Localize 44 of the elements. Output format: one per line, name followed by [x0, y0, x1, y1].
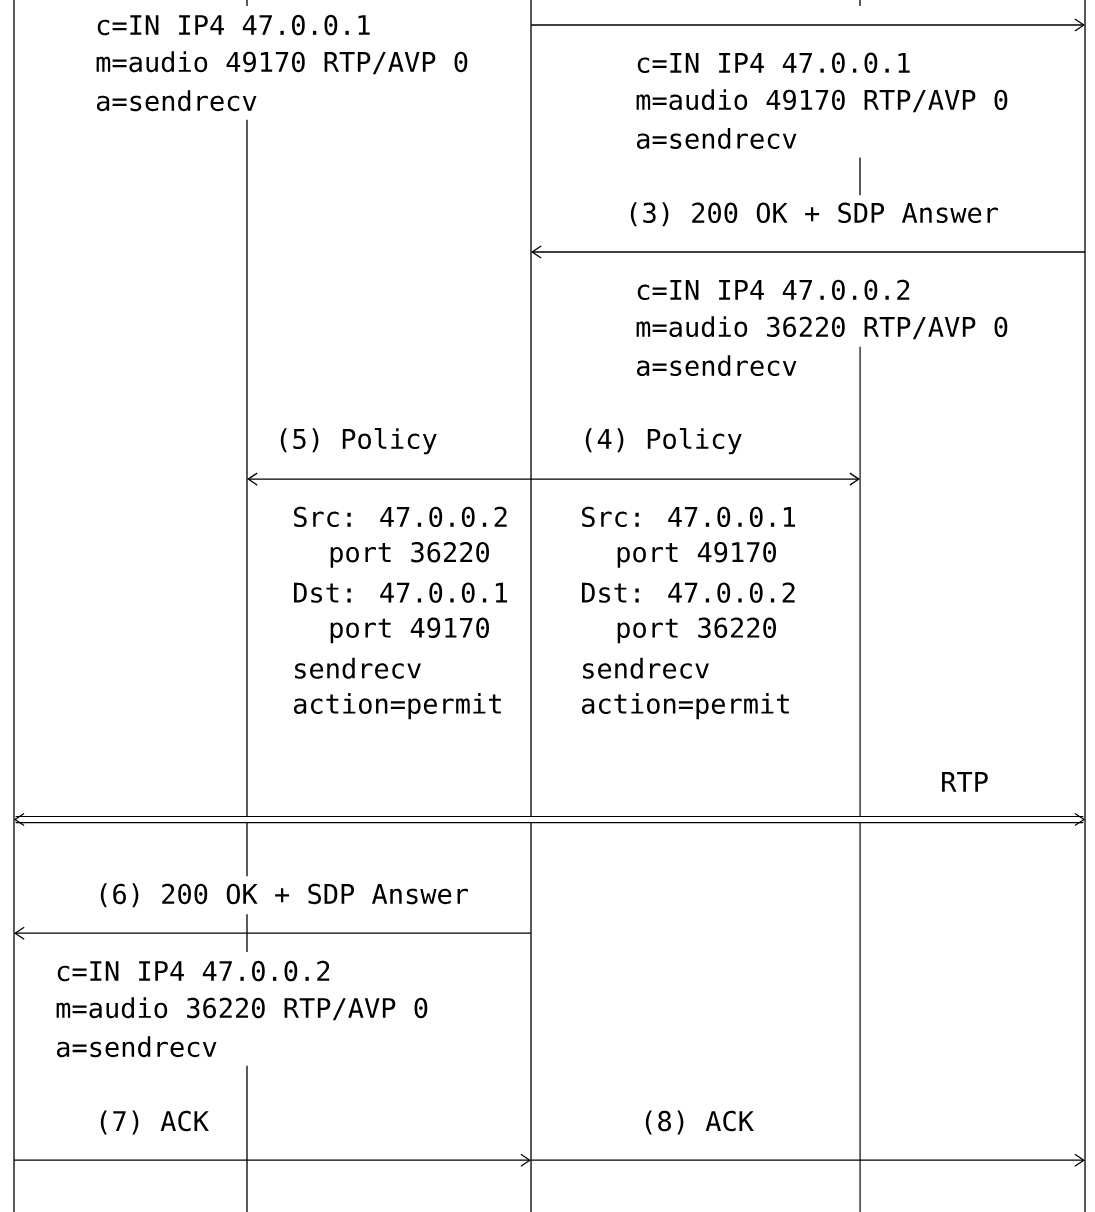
- message-text: sendrecv: [583, 657, 709, 679]
- lifeline: [13, 0, 15, 1212]
- message-text: a=sendrecv: [96, 90, 257, 112]
- arrow: [14, 926, 532, 940]
- arrow: [531, 245, 1086, 259]
- edge-label: (4) Policy: [585, 428, 742, 455]
- message-text: a=sendrecv: [56, 1036, 217, 1058]
- message-text: port 49170: [617, 541, 776, 568]
- message-text: m=audio 36220 RTP/AVP 0: [56, 997, 428, 1021]
- edge-label: (3) 200 OK + SDP Answer: [630, 202, 998, 227]
- edge-label: (6) 200 OK + SDP Answer: [100, 883, 468, 908]
- message-text: a=sendrecv: [636, 128, 797, 149]
- message-text: port 49170: [330, 617, 489, 644]
- message-text: sendrecv: [295, 657, 421, 679]
- lifeline: [246, 0, 248, 1212]
- message-text: Dst: 47.0.0.1: [294, 582, 508, 603]
- message-text: Src: 47.0.0.2: [294, 506, 507, 528]
- lifeline: [1084, 0, 1086, 1212]
- arrow: [14, 813, 1085, 827]
- message-text: c=IN IP4 47.0.0.2: [637, 279, 910, 301]
- message-text: port 36220: [330, 541, 489, 568]
- arrow: [13, 1153, 531, 1167]
- message-text: action=permit: [581, 693, 789, 720]
- arrow: [247, 472, 532, 486]
- message-text: Src: 47.0.0.1: [582, 506, 796, 528]
- edge-label: (7) ACK: [100, 1110, 209, 1135]
- message-text: port 36220: [617, 617, 776, 644]
- message-text: m=audio 49170 RTP/AVP 0: [96, 51, 468, 75]
- lifeline: [530, 0, 532, 1212]
- edge-label: (8) ACK: [645, 1110, 754, 1135]
- message-text: c=IN IP4 47.0.0.1: [637, 52, 910, 73]
- message-text: c=IN IP4 47.0.0.2: [57, 960, 330, 982]
- message-text: m=audio 49170 RTP/AVP 0: [636, 89, 1008, 113]
- arrow: [530, 18, 1085, 32]
- lifeline: [859, 0, 861, 1212]
- arrow: [530, 472, 860, 486]
- edge-label: (5) Policy: [280, 428, 437, 455]
- message-text: action=permit: [293, 693, 501, 720]
- message-text: m=audio 36220 RTP/AVP 0: [636, 316, 1008, 340]
- message-text: a=sendrecv: [636, 355, 797, 377]
- message-text: c=IN IP4 47.0.0.1: [97, 14, 370, 36]
- edge-label: RTP: [942, 771, 988, 792]
- message-text: Dst: 47.0.0.2: [582, 582, 795, 603]
- arrow: [530, 1153, 1085, 1167]
